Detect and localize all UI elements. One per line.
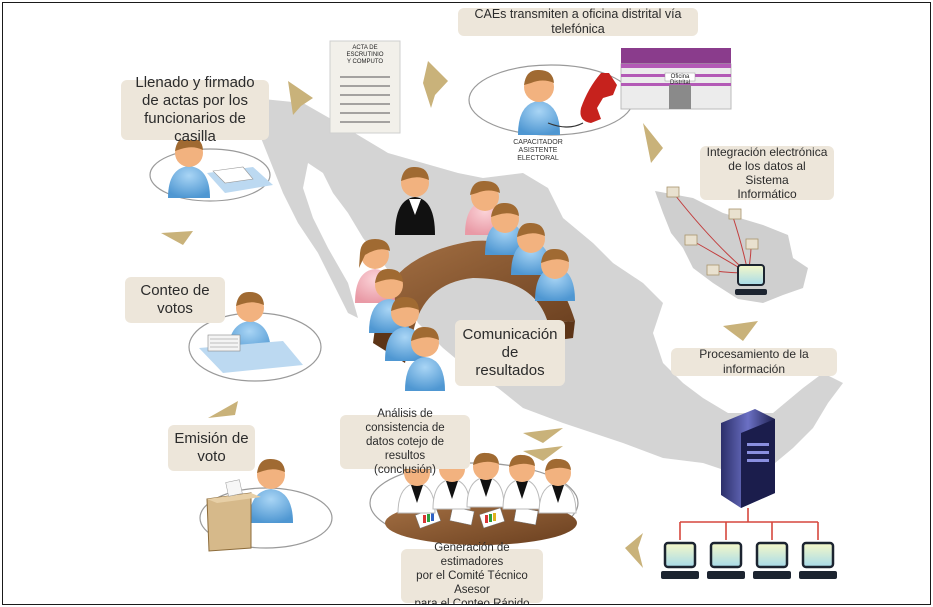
oficina-sign: Oficina Distrital [669,74,690,86]
network-computers [661,541,837,579]
phone [547,73,617,128]
integration-computer [735,264,767,295]
label-llenado: Llenado y firmado de actas por los funci… [121,74,269,145]
label-procesamiento: Procesamiento de la información [671,347,837,376]
label-integracion: Integración electrónica de los datos al … [700,145,834,201]
llenado-person [168,136,273,198]
flow-arrows [161,61,758,568]
label-analisis: Análisis de consistencia de datos cotejo… [340,408,470,476]
acta-document [329,40,401,134]
cae-person [518,69,560,135]
emision-person [206,458,293,552]
server-icon [721,409,775,508]
network-lines [679,508,819,540]
boss-person [395,166,435,235]
ballots [414,506,539,529]
integration-map [655,186,808,303]
acta-title: ACTA DE ESCRUTINIO Y COMPUTO [346,45,384,65]
diagram-artwork [149,40,843,579]
label-conteo: Conteo de votos [125,277,225,323]
capacitador-caption: CAPACITADOR ASISTENTE ELECTORAL [513,139,563,162]
label-emision: Emisión de voto [168,425,255,471]
label-generacion: Generación de estimadores por el Comité … [401,542,543,604]
conteo-person [199,291,303,373]
meeting-attendees [355,180,575,391]
oficina-distrital-building [620,48,732,110]
label-caes: CAEs transmiten a oficina distrital vía … [458,7,698,36]
label-comunicacion: Comunicación de resultados [455,320,565,386]
